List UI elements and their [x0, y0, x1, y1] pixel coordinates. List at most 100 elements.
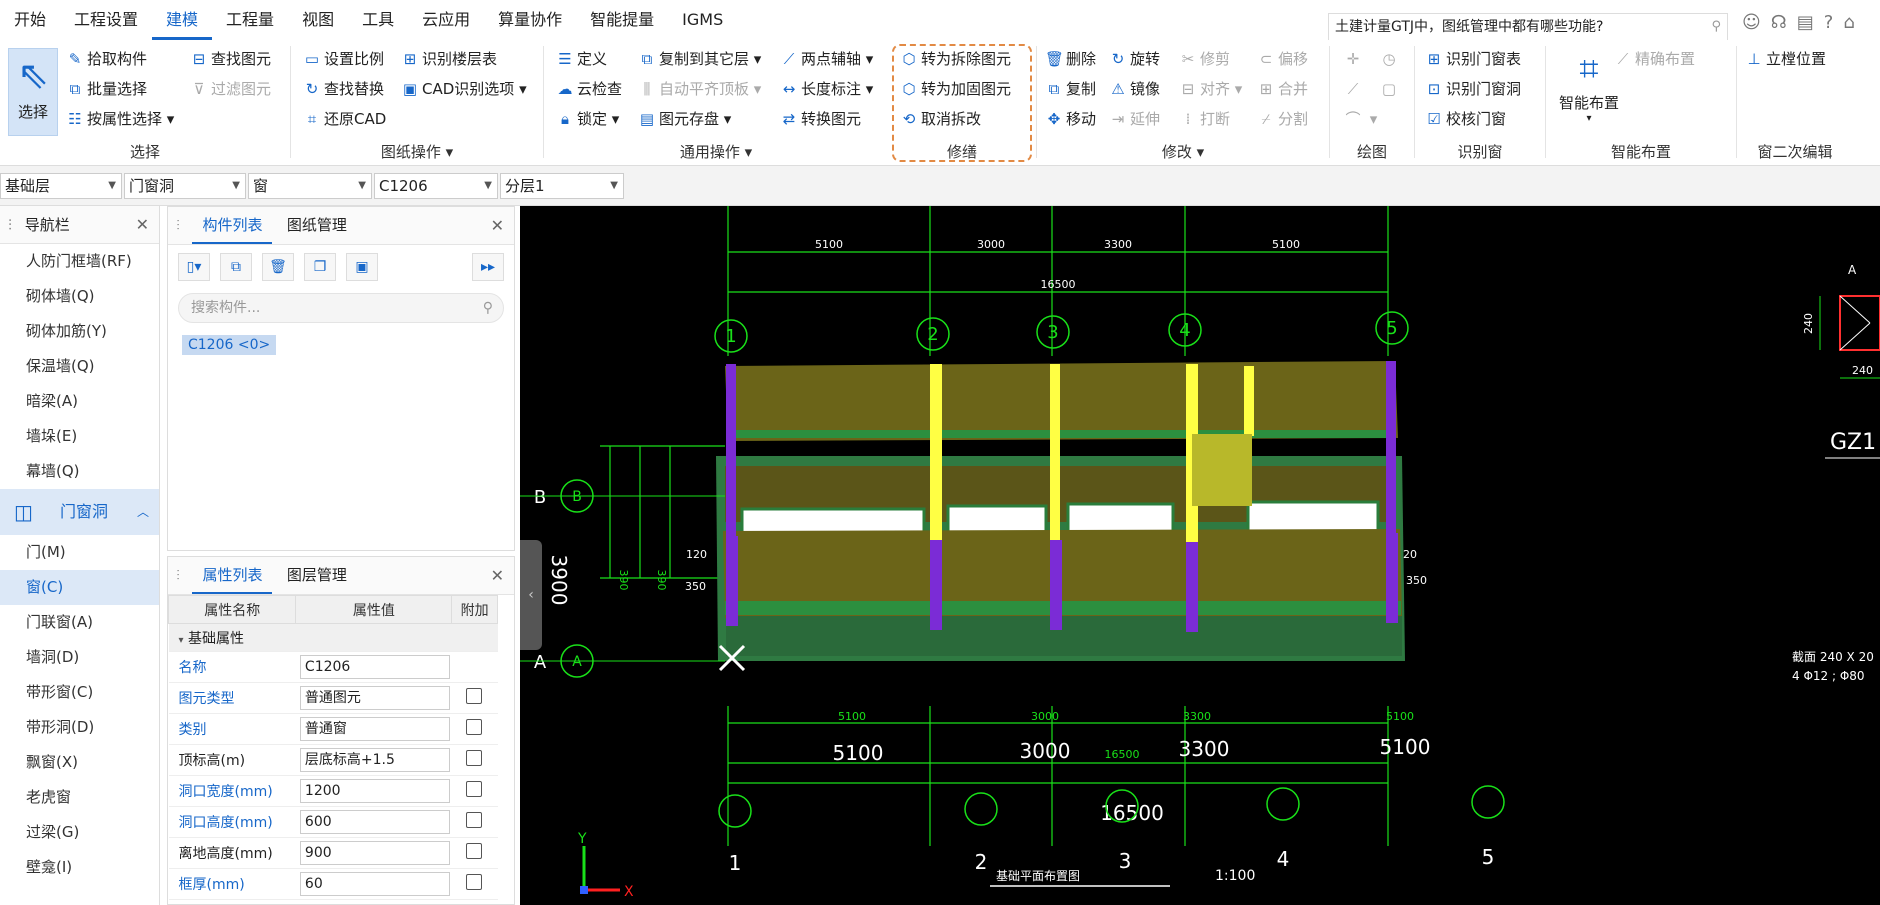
tab-layer-manage[interactable]: 图层管理: [286, 566, 347, 584]
window-icon[interactable]: ▤: [1796, 12, 1814, 33]
menu-6[interactable]: 云应用: [422, 10, 471, 29]
menu-8[interactable]: 智能提量: [590, 10, 655, 29]
lock-button[interactable]: 🔒︎锁定 ▾: [556, 106, 619, 132]
menu-9[interactable]: IGMS: [682, 10, 724, 29]
tab-component-list[interactable]: 构件列表: [192, 207, 273, 244]
save-icon[interactable]: ▣: [346, 253, 378, 281]
user-icon[interactable]: ☺: [1742, 12, 1761, 33]
trim-button[interactable]: ✂修剪: [1179, 46, 1230, 72]
recognize-table-button[interactable]: ⊞识别门窗表: [1425, 46, 1521, 72]
define-button[interactable]: ☰定义: [556, 46, 607, 72]
copy-icon[interactable]: ⧉: [220, 253, 252, 281]
cad-options-button[interactable]: ▣CAD识别选项 ▾: [401, 76, 527, 102]
menu-5[interactable]: 工具: [362, 10, 395, 29]
nav-item[interactable]: 壁龛(I): [26, 858, 73, 876]
menu-7[interactable]: 算量协作: [498, 10, 563, 29]
extend-button[interactable]: ⇥延伸: [1109, 106, 1160, 132]
pin-icon[interactable]: ⫶: [176, 218, 180, 234]
recognize-floor-button[interactable]: ⊞识别楼层表: [401, 46, 497, 72]
property-value-input[interactable]: 900: [299, 841, 450, 865]
pin-icon[interactable]: ⫶: [176, 568, 180, 584]
draw-clock-icon[interactable]: ◷: [1382, 50, 1396, 68]
skin-icon[interactable]: ⌂: [1843, 12, 1855, 33]
nav-item[interactable]: 过梁(G): [26, 823, 80, 841]
headset-icon[interactable]: ☊: [1770, 12, 1787, 33]
extra-checkbox[interactable]: [465, 688, 482, 704]
delete-button[interactable]: 🗑︎删除: [1045, 46, 1096, 72]
property-row[interactable]: 洞口宽度(mm)1200: [168, 775, 498, 807]
search-icon[interactable]: ⚲: [1711, 19, 1721, 34]
tab-drawing-manage[interactable]: 图纸管理: [286, 216, 347, 234]
category-select[interactable]: 门窗洞▼: [124, 173, 246, 199]
nav-item[interactable]: 墙垛(E): [26, 427, 78, 445]
nav-item[interactable]: 保温墙(Q): [26, 357, 95, 375]
extra-checkbox[interactable]: [465, 719, 482, 735]
convert-element-button[interactable]: ⇄转换图元: [780, 106, 861, 132]
layer-select[interactable]: 分层1▼: [500, 173, 624, 199]
property-row[interactable]: 顶标高(m)层底标高+1.5: [168, 744, 498, 776]
find-replace-button[interactable]: ↻查找替换: [303, 76, 384, 102]
draw-point-icon[interactable]: ✛: [1346, 50, 1360, 68]
break-button[interactable]: ⁞打断: [1179, 106, 1230, 132]
to-demolish-button[interactable]: ⬡转为拆除图元: [900, 46, 1011, 72]
nav-item[interactable]: 暗梁(A): [26, 392, 78, 410]
check-window-button[interactable]: ☑校核门窗: [1425, 106, 1506, 132]
extra-checkbox[interactable]: [465, 781, 482, 797]
recognize-hole-button[interactable]: ⊡识别门窗洞: [1425, 76, 1521, 102]
find-element-button[interactable]: ⊟查找图元: [190, 46, 271, 72]
property-value-input[interactable]: 层底标高+1.5: [299, 748, 450, 772]
property-value-input[interactable]: 1200: [299, 779, 450, 803]
copy-button[interactable]: ⧉复制: [1045, 76, 1096, 102]
close-icon[interactable]: ✕: [490, 216, 504, 235]
section-row[interactable]: ▾ 基础属性: [168, 623, 498, 652]
pick-component-button[interactable]: ✎拾取构件: [66, 46, 147, 72]
component-item[interactable]: C1206 <0>: [182, 335, 277, 355]
mirror-button[interactable]: ⚠︎镜像: [1109, 76, 1160, 102]
cancel-change-button[interactable]: ⟲取消拆改: [900, 106, 981, 132]
group-label-modify[interactable]: 修改 ▾: [1161, 143, 1205, 161]
group-label-drawing[interactable]: 图纸操作 ▾: [380, 143, 454, 161]
nav-item[interactable]: 带形洞(D): [26, 718, 95, 736]
nav-group-door-window[interactable]: ◫ 门窗洞 ︿: [0, 489, 159, 535]
menu-0[interactable]: 开始: [14, 10, 47, 29]
type-select[interactable]: 窗▼: [248, 173, 372, 199]
property-row[interactable]: 类别普通窗: [168, 713, 498, 745]
draw-arc-icon[interactable]: ⌒ ▾: [1345, 110, 1378, 128]
menu-2[interactable]: 建模: [152, 0, 213, 40]
nav-item[interactable]: 人防门框墙(RF): [26, 252, 132, 270]
extra-checkbox[interactable]: [465, 812, 482, 828]
component-search-input[interactable]: 搜索构件... ⚲: [178, 293, 504, 323]
trash-icon[interactable]: 🗑︎: [262, 253, 294, 281]
two-point-axis-button[interactable]: ⟋两点辅轴 ▾: [780, 46, 874, 72]
select-button[interactable]: ⇖ 选择: [8, 48, 58, 136]
property-row[interactable]: 图元类型普通图元: [168, 682, 498, 714]
store-element-button[interactable]: ▤图元存盘 ▾: [638, 106, 731, 132]
nav-item[interactable]: 老虎窗: [26, 788, 72, 806]
extra-checkbox[interactable]: [465, 750, 482, 766]
duplicate-icon[interactable]: ❐: [304, 253, 336, 281]
smart-layout-button[interactable]: ⌗ 智能布置 ▾: [1554, 46, 1624, 124]
set-scale-button[interactable]: ▭设置比例: [303, 46, 384, 72]
property-row[interactable]: 洞口高度(mm)600: [168, 806, 498, 838]
group-label-common[interactable]: 通用操作 ▾: [679, 143, 753, 161]
component-select[interactable]: C1206▼: [374, 173, 498, 199]
offset-button[interactable]: ⊂偏移: [1257, 46, 1308, 72]
property-value-input[interactable]: 普通窗: [299, 717, 450, 741]
extra-checkbox[interactable]: [465, 843, 482, 859]
elevation-position-button[interactable]: ⊥立樘位置: [1745, 46, 1826, 72]
close-icon[interactable]: ✕: [135, 215, 149, 234]
menu-3[interactable]: 工程量: [226, 10, 275, 29]
length-dim-button[interactable]: ↔长度标注 ▾: [780, 76, 874, 102]
property-value-input[interactable]: 普通图元: [299, 686, 450, 710]
pin-icon[interactable]: ⫶: [8, 216, 12, 234]
help-icon[interactable]: ?: [1823, 12, 1834, 33]
collapse-handle[interactable]: ‹: [520, 540, 542, 650]
select-by-attr-button[interactable]: ☷按属性选择 ▾: [66, 106, 174, 132]
nav-item[interactable]: 幕墙(Q): [26, 462, 80, 480]
cloud-check-button[interactable]: ☁云检查: [556, 76, 623, 102]
new-icon[interactable]: ▯▾: [178, 253, 210, 281]
help-search-input[interactable]: 土建计量GTJ中，图纸管理中都有哪些功能? ⚲: [1328, 13, 1728, 41]
extra-checkbox[interactable]: [465, 874, 482, 890]
property-row[interactable]: 框厚(mm)60: [168, 868, 498, 900]
